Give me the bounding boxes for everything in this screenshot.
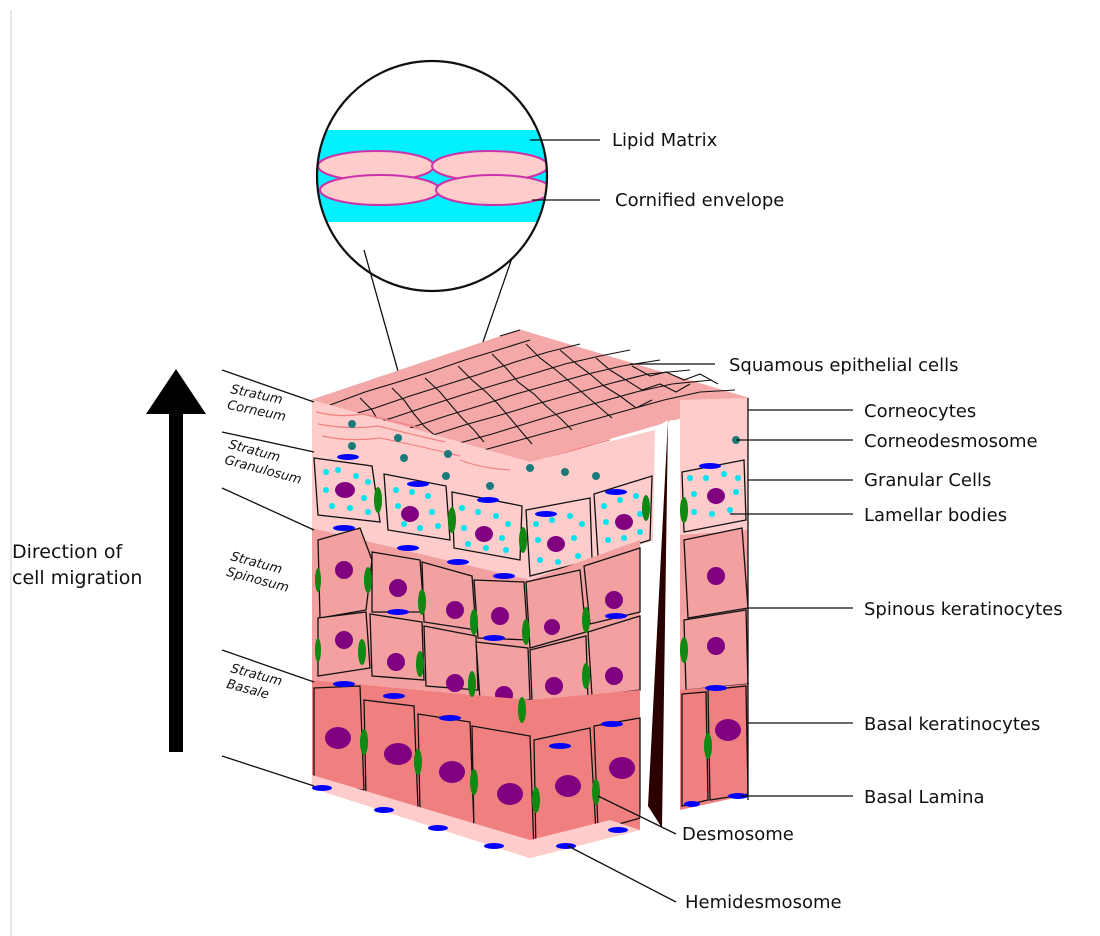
- cornified-cell: [320, 175, 440, 205]
- label-cornified-envelope: Cornified envelope: [615, 190, 784, 211]
- arrow-up-icon: [146, 369, 206, 414]
- label-hemidesmosome: Hemidesmosome: [685, 892, 842, 913]
- label-corneocytes: Corneocytes: [864, 401, 976, 422]
- label-spinous-keratinocytes: Spinous keratinocytes: [864, 599, 1063, 620]
- label-desmosome: Desmosome: [682, 824, 794, 845]
- label-squamous-cells: Squamous epithelial cells: [729, 355, 959, 376]
- migration-arrow: [146, 369, 206, 752]
- strata-labels: Stratum Corneum Stratum Granulosum Strat…: [222, 370, 314, 786]
- migration-label-line1: Direction of: [12, 541, 123, 563]
- label-corneodesmosome: Corneodesmosome: [864, 431, 1038, 452]
- label-granular-cells: Granular Cells: [864, 470, 991, 491]
- label-lipid-matrix: Lipid Matrix: [612, 130, 718, 151]
- label-lamellar-bodies: Lamellar bodies: [864, 505, 1007, 526]
- skin-block: [312, 330, 748, 858]
- migration-label-line2: cell migration: [12, 567, 142, 589]
- label-basal-keratinocytes: Basal keratinocytes: [864, 714, 1040, 735]
- label-basal-lamina: Basal Lamina: [864, 787, 985, 808]
